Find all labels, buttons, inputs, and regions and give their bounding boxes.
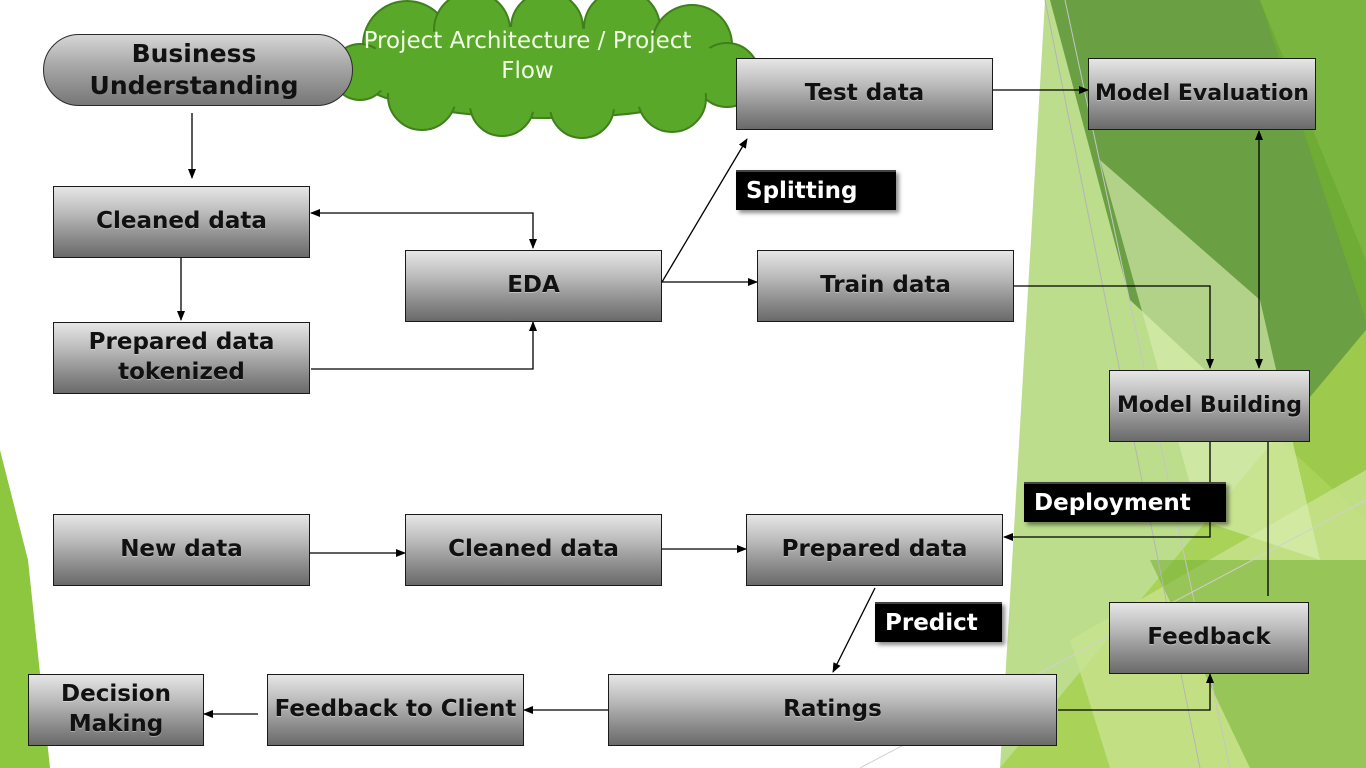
node-cleaned-data: Cleaned data (53, 186, 310, 258)
node-ratings: Ratings (608, 674, 1057, 746)
label-splitting: Splitting (736, 170, 896, 210)
node-prepared-data: Prepared data (746, 514, 1003, 586)
node-train-data: Train data (757, 250, 1014, 322)
arrow-prepared-to-ratings (832, 587, 876, 673)
node-model-building: Model Building (1109, 370, 1310, 442)
node-model-evaluation: Model Evaluation (1088, 58, 1316, 130)
label-deployment: Deployment (1024, 482, 1226, 522)
diagram-title: Project Architecture / Project Flow (363, 28, 692, 84)
arrow-building-to-prepared (1003, 442, 1211, 541)
node-feedback: Feedback (1109, 602, 1309, 674)
node-eda: EDA (405, 250, 662, 322)
node-test-data: Test data (736, 58, 993, 130)
node-new-data: New data (53, 514, 310, 586)
arrow-ratings-to-feedback (1058, 673, 1214, 711)
arrow-prepared-to-eda (311, 321, 537, 370)
node-business-understanding: Business Understanding (43, 34, 353, 106)
node-decision-making: Decision Making (28, 674, 204, 746)
node-cleaned-data-2: Cleaned data (405, 514, 662, 586)
label-predict: Predict (875, 602, 1002, 642)
node-feedback-to-client: Feedback to Client (267, 674, 524, 746)
arrow-cleaned-eda (310, 209, 537, 249)
arrow-train-to-building (1014, 285, 1214, 369)
arrow-eda-to-test (661, 138, 748, 283)
node-prepared-data-tokenized: Prepared data tokenized (53, 322, 310, 394)
